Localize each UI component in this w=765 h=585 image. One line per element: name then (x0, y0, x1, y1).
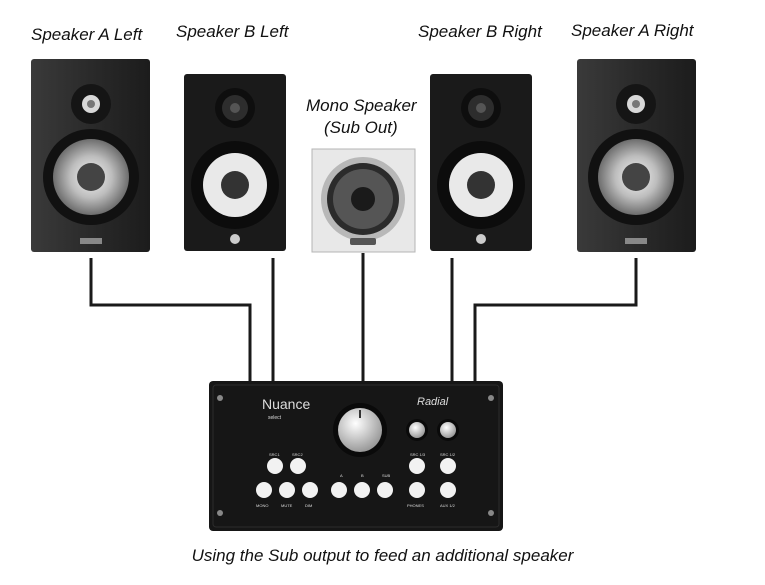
label-mono: MONO (256, 503, 268, 508)
label-phones: PHONES (407, 503, 424, 508)
label-sub: SUB (382, 473, 391, 478)
label-mute: MUTE (281, 503, 293, 508)
button-b (354, 482, 370, 498)
screw-icon (217, 395, 223, 401)
brand-radial: Radial (417, 396, 449, 408)
label-speaker-b-right: Speaker B Right (418, 22, 542, 41)
speaker-b-left (184, 74, 286, 251)
brand-nuance-sub: select (268, 415, 282, 421)
brand-nuance: Nuance (262, 396, 310, 412)
screw-icon (217, 510, 223, 516)
button-a (331, 482, 347, 498)
button-phones (409, 482, 425, 498)
label-src1: SRC1 (269, 452, 280, 457)
button-src2 (290, 458, 306, 474)
caption: Using the Sub output to feed an addition… (191, 546, 574, 565)
label-src13: SRC 1/3 (410, 452, 426, 457)
label-speaker-a-left: Speaker A Left (31, 25, 143, 44)
button-aux (440, 482, 456, 498)
label-speaker-a-right: Speaker A Right (571, 21, 694, 40)
cable-speaker-a-right (473, 258, 638, 383)
screw-icon (488, 510, 494, 516)
button-mono (256, 482, 272, 498)
cables (89, 253, 638, 383)
label-aux: AUX 1/2 (440, 503, 456, 508)
mono-speaker (311, 148, 416, 253)
label-a: A (340, 473, 343, 478)
speaker-a-left (31, 59, 150, 252)
button-src1 (267, 458, 283, 474)
label-b: B (361, 473, 364, 478)
nuance-controller: Nuance select Radial SRC1 SRC2 SRC 1/3 S… (209, 381, 503, 531)
button-mute (279, 482, 295, 498)
label-dim: DIM (305, 503, 312, 508)
button-sub (377, 482, 393, 498)
speaker-b-right (430, 74, 532, 251)
label-sub-out: (Sub Out) (324, 118, 398, 137)
label-mono-speaker: Mono Speaker (306, 96, 417, 115)
label-src12: SRC 1/2 (440, 452, 456, 457)
label-src2: SRC2 (292, 452, 303, 457)
button-src12 (440, 458, 456, 474)
speaker-a-right (577, 59, 696, 252)
label-speaker-b-left: Speaker B Left (176, 22, 289, 41)
screw-icon (488, 395, 494, 401)
cable-speaker-a-left (89, 258, 252, 383)
button-dim (302, 482, 318, 498)
button-src13 (409, 458, 425, 474)
